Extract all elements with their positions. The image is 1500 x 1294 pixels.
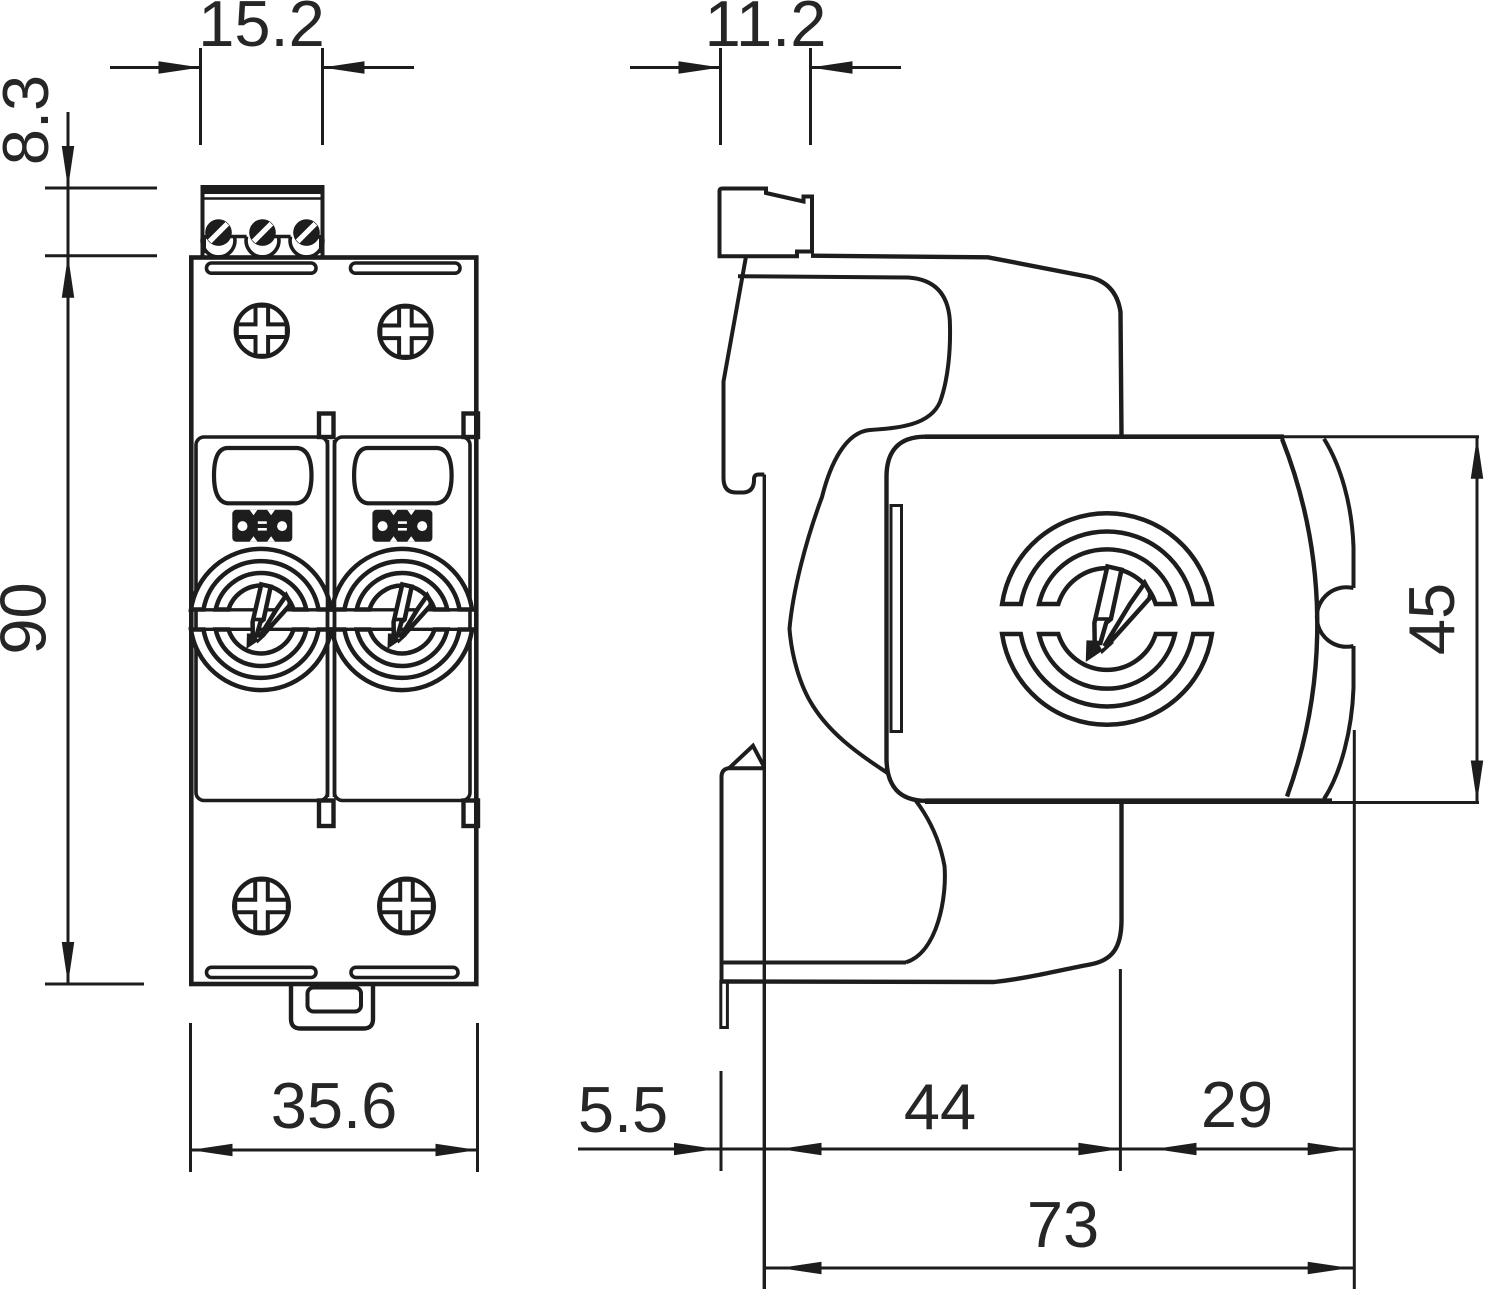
svg-text:5.5: 5.5 (578, 1073, 668, 1146)
svg-text:11.2: 11.2 (705, 0, 827, 60)
svg-text:8.3: 8.3 (0, 75, 62, 165)
svg-text:45: 45 (1395, 583, 1468, 655)
svg-text:35.6: 35.6 (271, 1069, 398, 1142)
svg-text:90: 90 (0, 582, 60, 654)
svg-text:29: 29 (1201, 1068, 1273, 1141)
svg-text:15.2: 15.2 (198, 0, 325, 60)
svg-text:73: 73 (1027, 1188, 1099, 1261)
svg-text:44: 44 (904, 1070, 976, 1143)
